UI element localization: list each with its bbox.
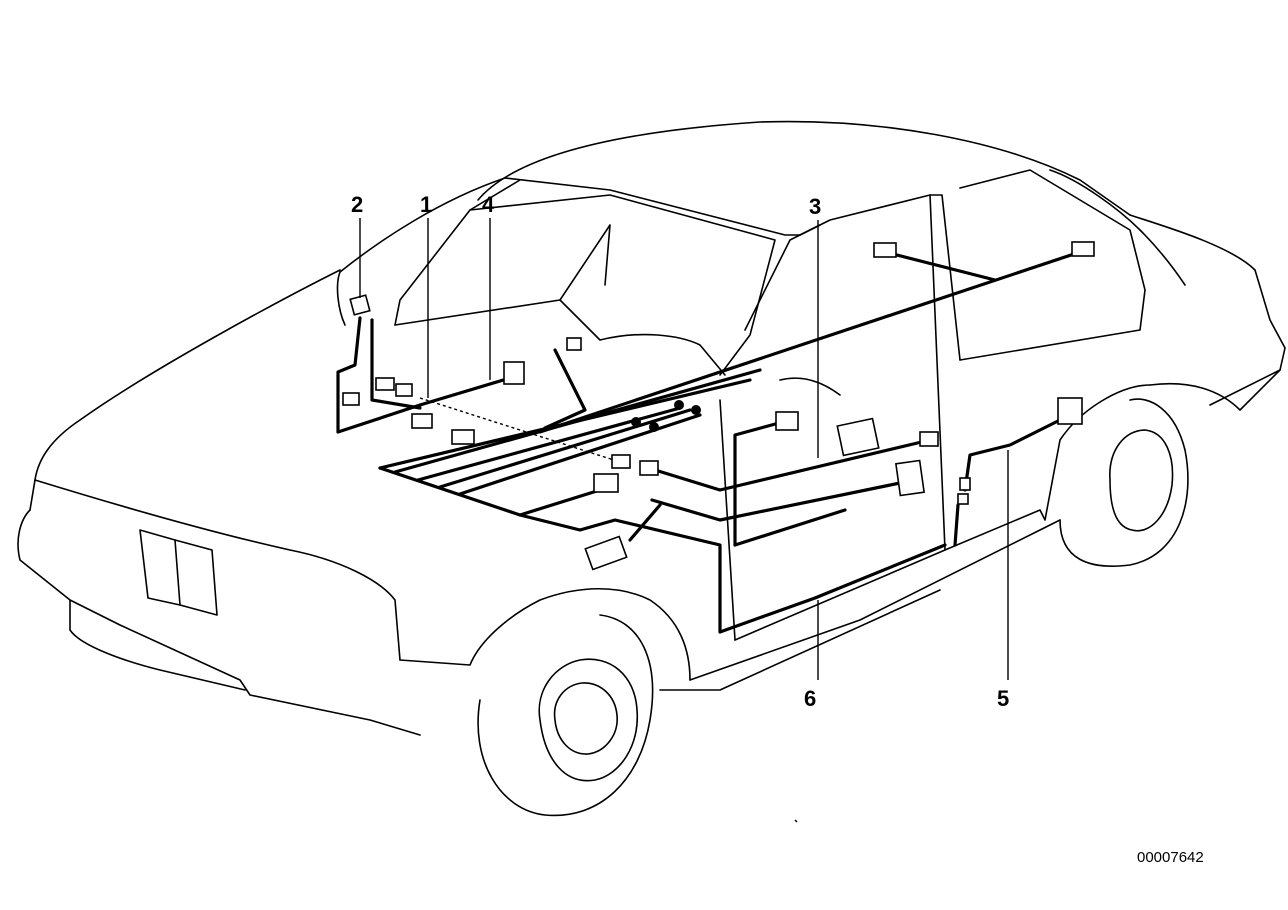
callout-6: 6: [804, 686, 816, 711]
callout-labels: 2 1 4 3 6 5: [351, 192, 1009, 711]
connector-large: [836, 417, 880, 457]
round-plug: [649, 422, 659, 432]
connector-large: [894, 459, 926, 497]
connector-mirror: [349, 294, 371, 316]
round-plug: [631, 417, 641, 427]
car-body-outline: [17, 120, 1286, 823]
connector: [566, 337, 582, 351]
connector: [451, 429, 475, 445]
connector-small: [957, 493, 969, 505]
connector: [639, 460, 659, 476]
connector: [919, 431, 939, 447]
callout-4: 4: [482, 192, 495, 217]
connector-dash: [503, 361, 525, 385]
connector-small: [959, 477, 971, 491]
callout-5: 5: [997, 686, 1009, 711]
connector: [611, 454, 631, 469]
callout-1: 1: [420, 192, 432, 217]
connector: [375, 377, 395, 391]
connector: [411, 413, 433, 429]
round-plug: [691, 405, 701, 415]
connector: [873, 242, 897, 258]
round-plug: [674, 400, 684, 410]
connector: [395, 383, 413, 397]
connector: [775, 411, 799, 431]
connector-large: [1057, 397, 1083, 425]
connector: [593, 473, 619, 493]
wiring-harness: [336, 250, 1082, 634]
connectors: [342, 241, 1095, 571]
callout-2: 2: [351, 192, 363, 217]
callout-leaders: [359, 218, 1009, 680]
callout-3: 3: [809, 194, 821, 219]
document-number: 00007642: [1137, 849, 1204, 866]
connector: [342, 392, 360, 406]
connector-large: [584, 535, 628, 571]
connector: [1071, 241, 1095, 257]
